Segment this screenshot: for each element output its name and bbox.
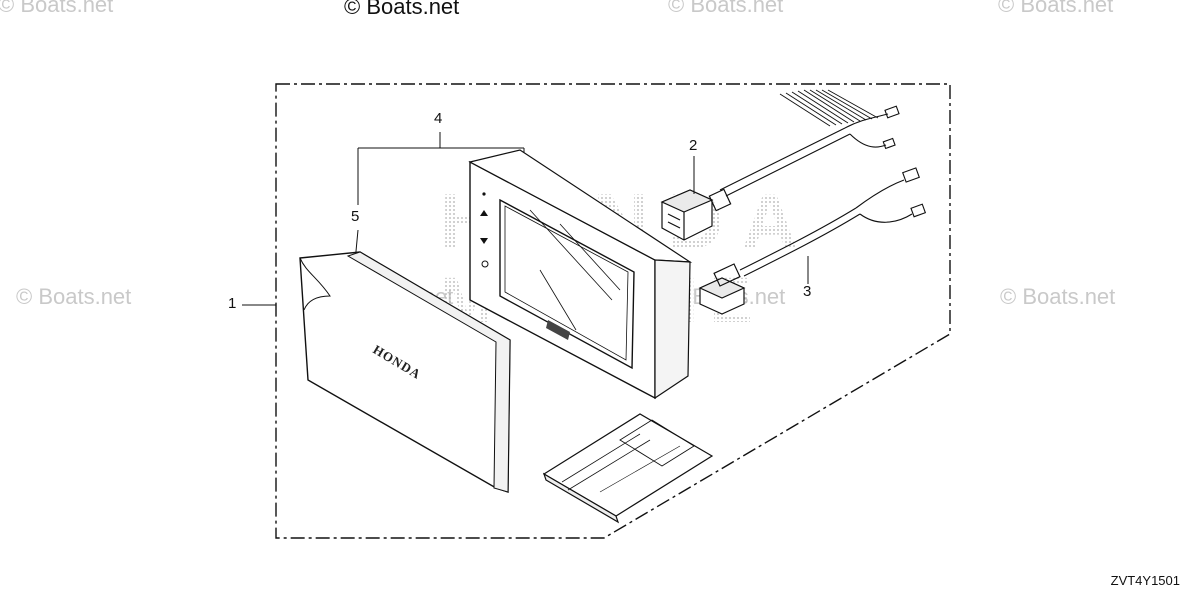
- document-packet: [542, 413, 714, 524]
- wiring-harness-2: [660, 89, 900, 241]
- watermark-top-mid: © Boats.net: [668, 0, 784, 17]
- harness-2-connector: [660, 188, 732, 241]
- down-arrow-icon: [480, 238, 488, 244]
- watermark-top-center: © Boats.net: [344, 0, 460, 19]
- callout-4: 4: [434, 110, 443, 127]
- callout-2: 2: [689, 137, 698, 154]
- power-button-icon: [481, 260, 489, 268]
- protective-cover: HONDA: [299, 251, 511, 493]
- watermark-mid-left: © Boats.net: [16, 284, 132, 309]
- harness-3-connector: [698, 263, 746, 315]
- harness-2-flat-cable: [779, 89, 879, 127]
- wiring-harness-3: [698, 167, 927, 315]
- display-brand-badge: [546, 320, 570, 340]
- callout-1: 1: [228, 295, 237, 312]
- callout-5: 5: [351, 208, 360, 225]
- watermark-top-left: © Boats.net: [0, 0, 114, 17]
- watermark-top-right: © Boats.net: [998, 0, 1114, 17]
- kit-boundary: [275, 83, 951, 539]
- callout-3: 3: [803, 283, 812, 300]
- display-unit: [468, 149, 693, 400]
- diagram-code: ZVT4Y1501: [1110, 573, 1180, 588]
- up-arrow-icon: [480, 210, 488, 216]
- watermark-mid-right: © Boats.net: [1000, 284, 1116, 309]
